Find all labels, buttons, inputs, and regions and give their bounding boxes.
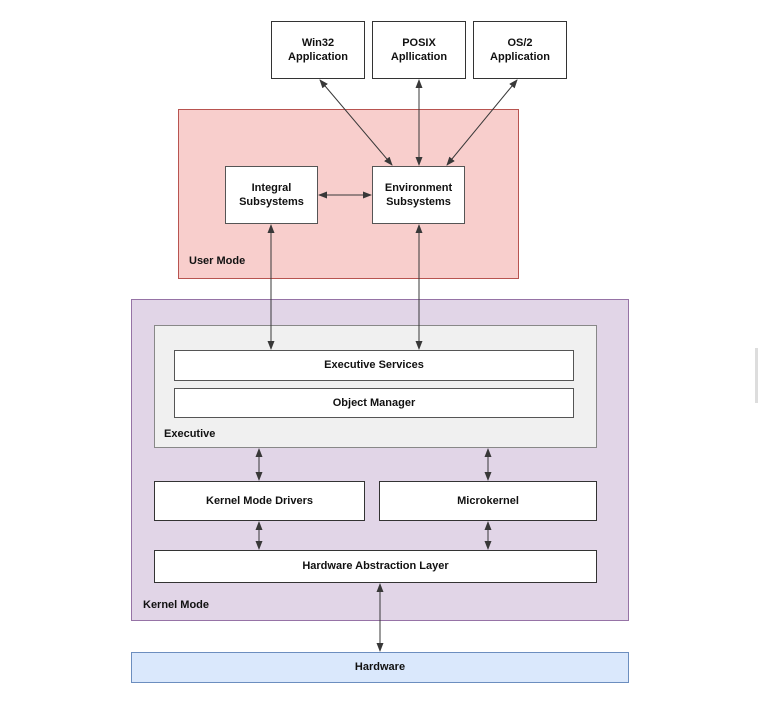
scrollbar-fragment bbox=[755, 348, 758, 403]
node-label: Executive Services bbox=[324, 359, 424, 372]
node-label: Integral Subsystems bbox=[239, 181, 304, 208]
executive-region[interactable]: Executive bbox=[154, 325, 597, 448]
node-hardware[interactable]: Hardware bbox=[131, 652, 629, 683]
node-kernel-mode-drivers[interactable]: Kernel Mode Drivers bbox=[154, 481, 365, 521]
node-label: Win32 Application bbox=[288, 36, 348, 63]
node-microkernel[interactable]: Microkernel bbox=[379, 481, 597, 521]
node-environment-subsystems[interactable]: Environment Subsystems bbox=[372, 166, 465, 224]
node-label: Microkernel bbox=[457, 494, 519, 507]
node-integral-subsystems[interactable]: Integral Subsystems bbox=[225, 166, 318, 224]
node-label: OS/2 Application bbox=[490, 36, 550, 63]
node-label: Hardware Abstraction Layer bbox=[302, 560, 449, 573]
node-os2-application[interactable]: OS/2 Application bbox=[473, 21, 567, 79]
kernel-mode-label: Kernel Mode bbox=[143, 599, 210, 611]
user-mode-label: User Mode bbox=[189, 255, 246, 267]
node-label: Environment Subsystems bbox=[384, 181, 453, 208]
node-label: Kernel Mode Drivers bbox=[206, 494, 313, 507]
node-executive-services[interactable]: Executive Services bbox=[174, 350, 574, 381]
executive-label: Executive bbox=[164, 428, 216, 440]
node-hardware-abstraction-layer[interactable]: Hardware Abstraction Layer bbox=[154, 550, 597, 583]
node-object-manager[interactable]: Object Manager bbox=[174, 388, 574, 418]
node-label: Hardware bbox=[354, 661, 406, 674]
node-posix-application[interactable]: POSIX Apllication bbox=[372, 21, 466, 79]
node-win32-application[interactable]: Win32 Application bbox=[271, 21, 365, 79]
node-label: Object Manager bbox=[332, 396, 416, 409]
node-label: POSIX Apllication bbox=[390, 36, 448, 63]
